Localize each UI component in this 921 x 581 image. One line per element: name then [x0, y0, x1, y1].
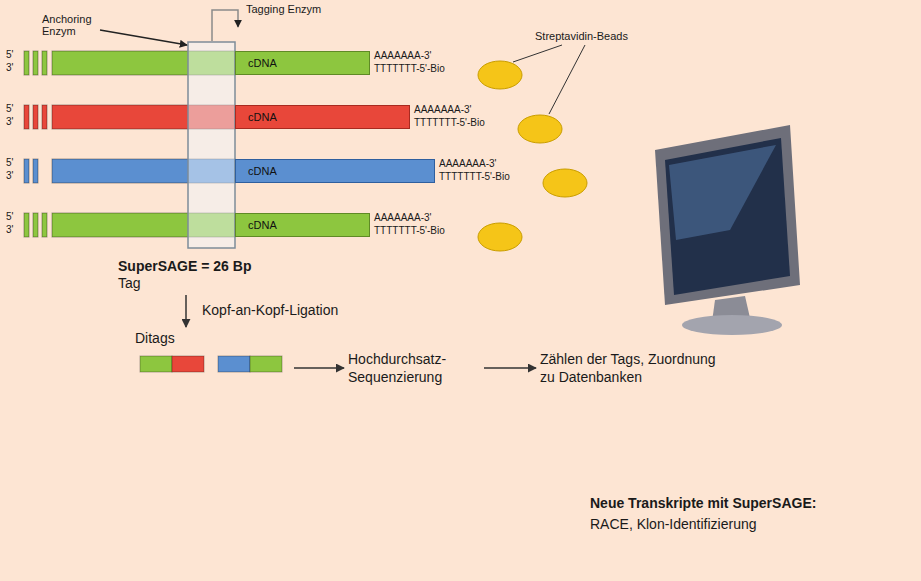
leader-line — [513, 45, 562, 62]
annotation-label: AAAAAAA-3' — [414, 104, 472, 115]
annotation-label: Anchoring Enzym — [42, 13, 100, 37]
node-text: cDNA — [248, 106, 277, 128]
annotation-label: 3' — [6, 116, 13, 127]
flow-arrow — [294, 367, 344, 369]
cdna-segment — [24, 105, 29, 129]
ditag-part — [172, 356, 204, 372]
streptavidin-bead — [543, 169, 587, 197]
leader-arrow — [100, 30, 187, 45]
annotation-label: TTTTTTT-5'-Bio — [439, 171, 510, 182]
annotation-label: RACE, Klon-Identifizierung — [590, 516, 757, 532]
streptavidin-bead — [478, 61, 522, 89]
screen-glare — [669, 145, 776, 240]
annotation-label: 5' — [6, 157, 13, 168]
annotation-label: 3' — [6, 62, 13, 73]
computer-base — [682, 315, 782, 335]
ditag-part — [140, 356, 172, 372]
annotation-label: AAAAAAA-3' — [374, 50, 432, 61]
flow-arrow — [185, 295, 187, 327]
cdna-segment — [42, 105, 47, 129]
cdna-bar: cDNA — [235, 105, 410, 129]
cdna-segment — [24, 159, 29, 183]
annotation-label: TTTTTTT-5'-Bio — [374, 63, 445, 74]
cdna-segment — [33, 51, 38, 75]
streptavidin-bead — [518, 115, 562, 143]
annotation-label: AAAAAAA-3' — [374, 212, 432, 223]
cdna-segment — [42, 213, 47, 237]
cdna-segment — [42, 51, 47, 75]
annotation-label: 3' — [6, 224, 13, 235]
cdna-bar: cDNA — [235, 159, 435, 183]
node-subtext: Tag — [118, 275, 141, 292]
node-text: Zählen der Tags, Zuordnung zu Datenbanke… — [540, 350, 717, 386]
node-text: Hochdurchsatz-Sequenzierung — [348, 350, 478, 386]
annotation-label: AAAAAAA-3' — [439, 158, 497, 169]
tag-highlight — [188, 42, 235, 248]
flow-arrow — [484, 367, 536, 369]
ditag-step: Ditags — [135, 330, 290, 378]
annotation-label: Streptavidin-Beads — [535, 30, 628, 42]
annotation-label: 5' — [6, 211, 13, 222]
node-text: Ditags — [135, 330, 175, 347]
cdna-bar: cDNA — [235, 213, 370, 237]
cdna-segment — [33, 159, 38, 183]
node-text: cDNA — [248, 214, 277, 236]
cdna-segment — [24, 213, 29, 237]
cdna-segment — [33, 213, 38, 237]
sequencing-step: Hochdurchsatz-Sequenzierung — [348, 350, 480, 386]
ditag-part — [218, 356, 250, 372]
computer-screen — [665, 138, 790, 295]
annotation-label: Tagging Enzym — [246, 3, 321, 15]
annotation-label: Neue Transkripte mit SuperSAGE: — [590, 495, 816, 511]
ditag-part — [250, 356, 282, 372]
edge-label: Kopf-an-Kopf-Ligation — [202, 302, 338, 318]
annotation-label: TTTTTTT-5'-Bio — [374, 225, 445, 236]
leader-line — [549, 45, 585, 114]
annotation-label: 5' — [6, 49, 13, 60]
annotation-label: 5' — [6, 103, 13, 114]
cdna-segment — [33, 105, 38, 129]
tag-step: SuperSAGE = 26 BpTag — [118, 258, 254, 292]
annotation-label: 3' — [6, 170, 13, 181]
streptavidin-bead — [478, 223, 522, 251]
cdna-segment — [24, 51, 29, 75]
computer-monitor — [655, 125, 800, 305]
cdna-bar: cDNA — [235, 51, 370, 75]
node-text: SuperSAGE = 26 Bp — [118, 258, 251, 275]
bracket-arrow — [212, 10, 238, 41]
annotation-label: TTTTTTT-5'-Bio — [414, 117, 485, 128]
node-text: cDNA — [248, 52, 277, 74]
node-text: cDNA — [248, 160, 277, 182]
analysis-step: Zählen der Tags, Zuordnung zu Datenbanke… — [540, 350, 719, 386]
